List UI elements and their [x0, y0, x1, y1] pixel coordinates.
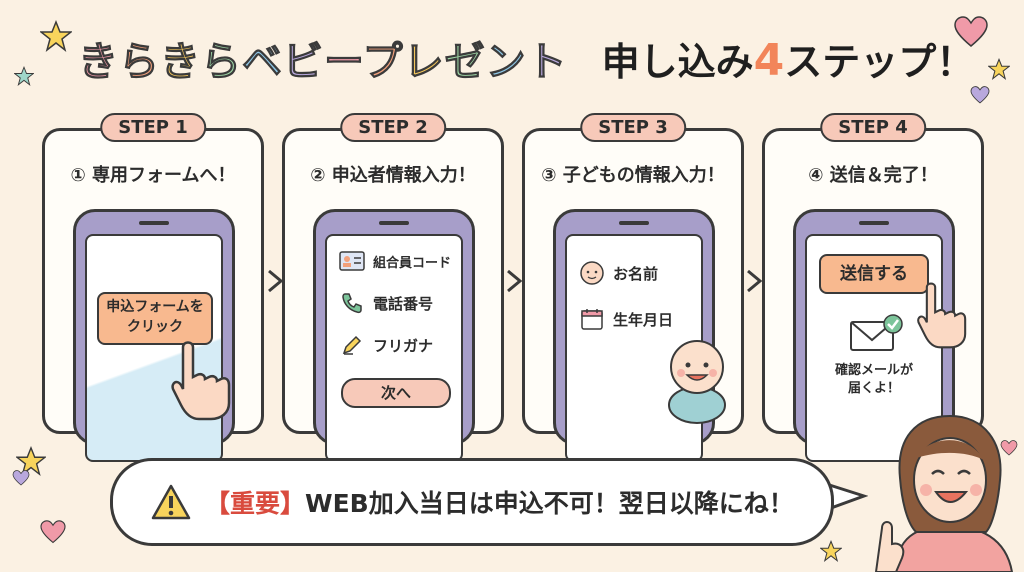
confirmation-note: 確認メールが 届くよ！ [834, 363, 913, 396]
step-label: STEP 1 [100, 113, 206, 142]
notice-tag: 【重要】 [205, 489, 306, 518]
chevron-right-icon [507, 269, 523, 293]
baby-illustration [668, 340, 726, 424]
notice-bubble: 【重要】WEB加入当日は申込不可！翌日以降にね！ [110, 458, 834, 546]
notice-text: 【重要】WEB加入当日は申込不可！翌日以降にね！ [205, 484, 794, 520]
child-name-field: お名前 [579, 261, 659, 285]
heart-icon [12, 470, 30, 486]
form-button[interactable]: 申込フォームを クリック [97, 292, 213, 345]
phone-number-field: 電話番号 [339, 292, 433, 314]
calendar-icon [579, 308, 605, 330]
step-label: STEP 2 [340, 113, 446, 142]
step-card-3: STEP 3 ③ 子どもの情報入力！ お名前 生年月日 [522, 113, 744, 462]
step-title: ④ 送信＆完了！ [808, 165, 938, 186]
step-card-1: STEP 1 ① 専用フォームへ！ 申込フォームを クリック [42, 113, 264, 462]
subtitle: 申し込み4ステップ！ [602, 31, 975, 86]
step-title: ② 申込者情報入力！ [310, 165, 476, 186]
page-title: きらきらベビープレゼント 申し込み4ステップ！ [78, 28, 975, 88]
woman-illustration [874, 414, 1014, 572]
subtitle-suffix: ステップ！ [784, 39, 975, 84]
step-title: ① 専用フォームへ！ [70, 165, 236, 186]
heart-icon [970, 86, 990, 104]
chevron-right-icon [747, 269, 763, 293]
field-label: 電話番号 [373, 294, 434, 313]
step-title: ③ 子どもの情報入力！ [541, 165, 725, 186]
chevron-right-icon [268, 269, 284, 293]
field-label: お名前 [613, 264, 659, 283]
star-icon [988, 58, 1010, 80]
step-card-2: STEP 2 ② 申込者情報入力！ 組合員コード 電話番号 フリガナ 次へ [282, 113, 504, 462]
step-label: STEP 4 [820, 113, 926, 142]
birthdate-field: 生年月日 [579, 308, 673, 330]
star-icon [820, 540, 842, 562]
envelope-check-icon [850, 314, 903, 351]
furigana-field: フリガナ [339, 334, 433, 356]
field-label: 組合員コード [373, 255, 452, 271]
step-label: STEP 3 [580, 113, 686, 142]
notice-message: WEB加入当日は申込不可！翌日以降にね！ [305, 489, 794, 518]
pencil-icon [339, 334, 365, 356]
member-code-field: 組合員コード [339, 250, 451, 272]
submit-button[interactable]: 送信する [819, 254, 929, 294]
phone-illustration: お名前 生年月日 [553, 209, 715, 462]
star-icon [40, 20, 72, 52]
heart-icon [1000, 440, 1018, 456]
baby-face-icon [579, 261, 605, 285]
subtitle-number: 4 [753, 34, 785, 86]
star-icon [16, 446, 46, 476]
field-label: フリガナ [373, 336, 434, 355]
phone-icon [339, 292, 365, 314]
star-icon [14, 66, 34, 86]
id-card-icon [339, 250, 365, 272]
subtitle-prefix: 申し込み [601, 39, 754, 84]
warning-icon [151, 484, 191, 520]
heart-icon [954, 16, 988, 47]
next-button[interactable]: 次へ [341, 378, 451, 408]
phone-illustration: 申込フォームを クリック [73, 209, 235, 462]
heart-icon [40, 520, 66, 544]
pointing-hand-icon [171, 341, 231, 421]
phone-illustration: 組合員コード 電話番号 フリガナ 次へ [313, 209, 475, 462]
pointing-hand-icon [917, 282, 967, 349]
campaign-name: きらきらベビープレゼント [78, 39, 568, 86]
field-label: 生年月日 [613, 310, 674, 329]
step-card-4: STEP 4 ④ 送信＆完了！ 送信する 確認メールが 届くよ！ [762, 113, 984, 462]
